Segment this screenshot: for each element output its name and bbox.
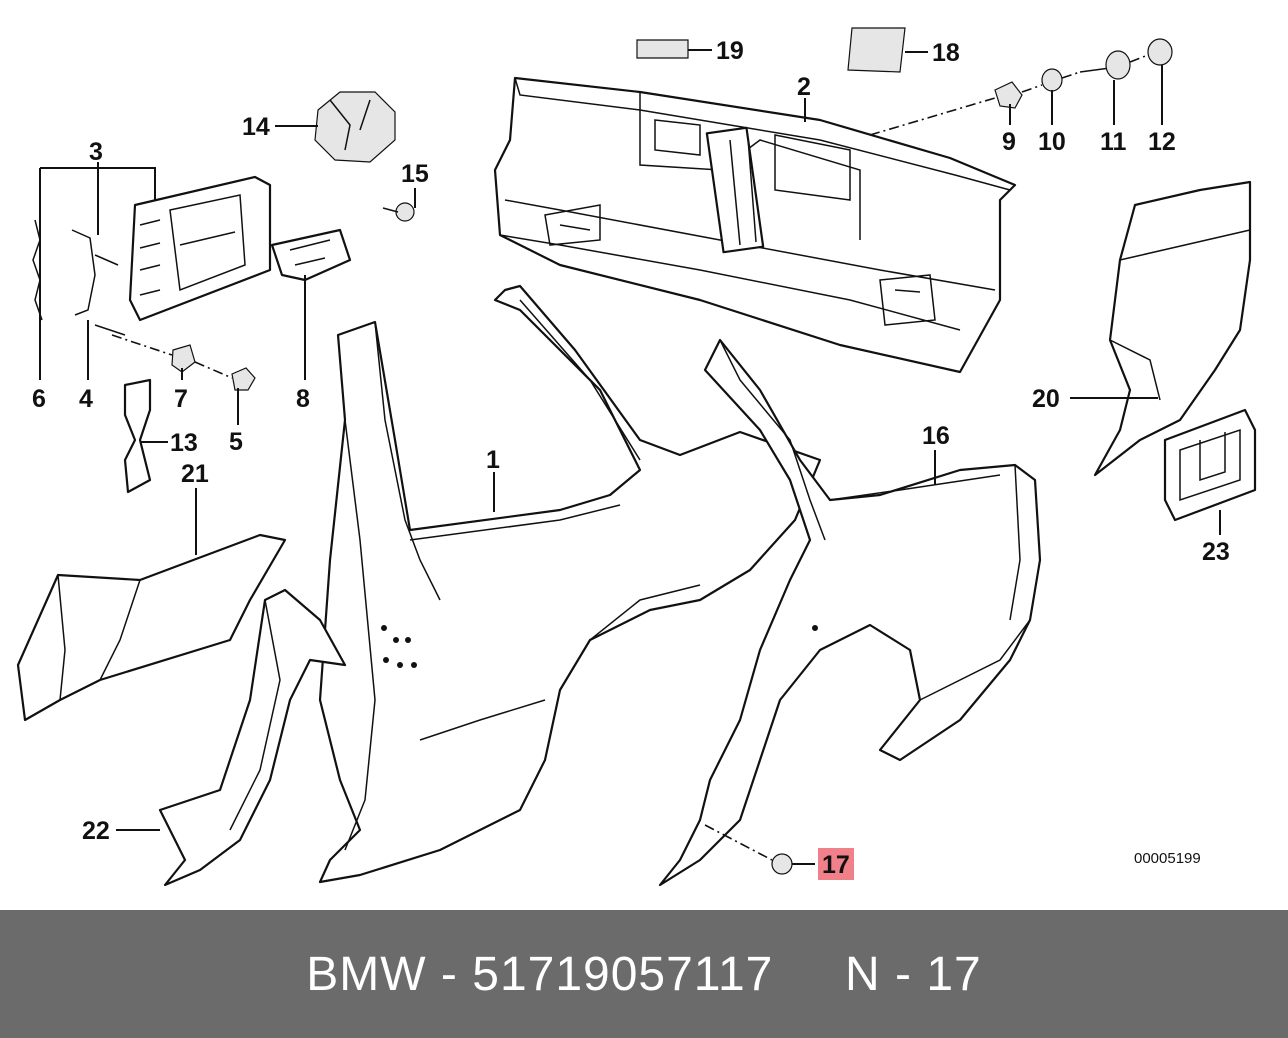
callout-12: 12 [1148, 128, 1176, 156]
callout-7: 7 [174, 385, 188, 413]
callout-17-highlight [818, 848, 854, 880]
part-fuel-cap [314, 91, 396, 163]
callout-2: 2 [797, 73, 811, 101]
parts-diagram: 1 2 3 4 5 6 7 8 9 10 11 12 13 14 15 16 1… [16, 27, 1257, 887]
part-number-banner: BMW - 51719057117 N - 17 [0, 910, 1288, 1038]
part-small-hardware [171, 27, 1173, 875]
part-hinge-bracket [32, 219, 126, 336]
part-gasket [123, 378, 152, 494]
callout-3: 3 [89, 138, 103, 166]
callout-4: 4 [79, 385, 93, 413]
callout-10: 10 [1038, 128, 1066, 156]
leader-lines [39, 49, 1221, 865]
callout-13: 13 [170, 429, 198, 457]
callout-17: 17 [822, 851, 850, 879]
part-side-frame [318, 284, 822, 884]
callout-19: 19 [716, 37, 744, 65]
part-bracket [1163, 408, 1257, 522]
part-fuel-door-housing [128, 175, 272, 322]
callout-18: 18 [932, 39, 960, 67]
callout-labels: 1 2 3 4 5 6 7 8 9 10 11 12 13 14 15 16 1… [32, 37, 1230, 880]
drawing-number: 00005199 [1134, 850, 1201, 867]
part-number-text: BMW - 51719057117 N - 17 [306, 947, 982, 1001]
part-sill-panel [16, 533, 287, 722]
callout-11: 11 [1100, 128, 1127, 156]
part-clip-bracket [270, 228, 352, 282]
callout-1: 1 [486, 446, 500, 474]
callout-23: 23 [1202, 538, 1230, 566]
part-corner-panel [1093, 180, 1252, 477]
part-rear-side-panel [658, 338, 1042, 887]
part-rear-panel [493, 76, 1017, 374]
callout-6: 6 [32, 385, 46, 413]
callout-15: 15 [401, 160, 429, 188]
callout-22: 22 [82, 817, 110, 845]
parts-diagram-drawing: 1 2 3 4 5 6 7 8 9 10 11 12 13 14 15 16 1… [16, 27, 1257, 887]
callout-21: 21 [181, 460, 209, 488]
callout-5: 5 [229, 428, 243, 456]
callout-20: 20 [1032, 385, 1060, 413]
callout-14: 14 [242, 113, 270, 141]
part-wheel-arch [158, 588, 347, 887]
callout-8: 8 [296, 385, 310, 413]
callout-16: 16 [922, 422, 950, 450]
callout-9: 9 [1002, 128, 1016, 156]
